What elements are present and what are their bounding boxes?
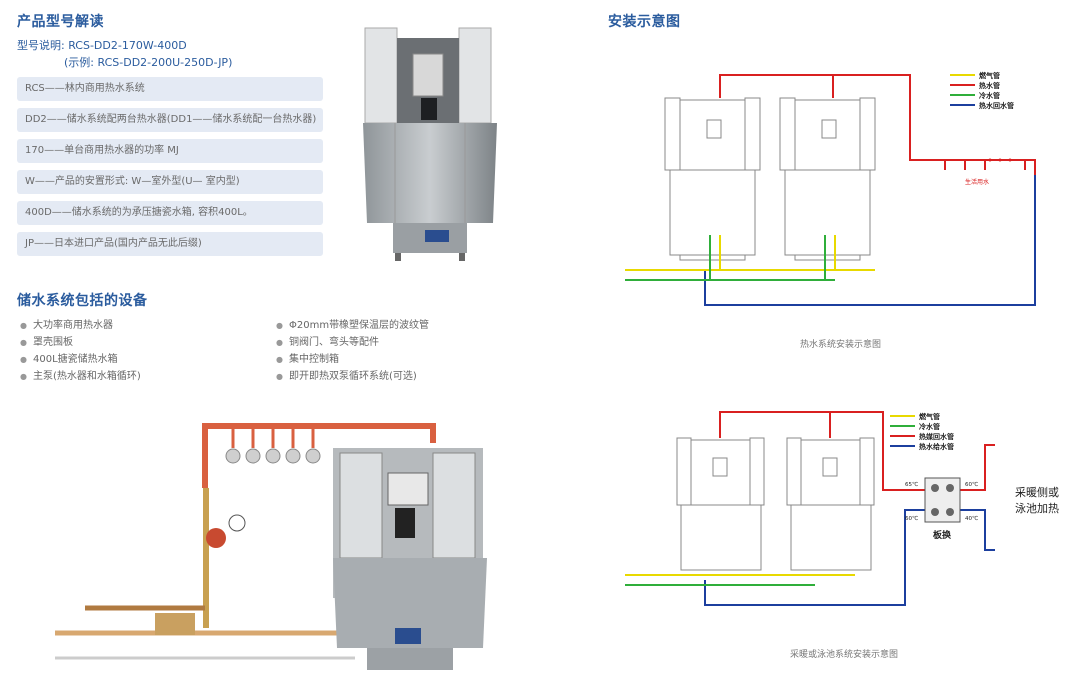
temp-label: 60℃ — [905, 515, 918, 522]
legend-cold: 冷水管 — [919, 422, 940, 431]
legend: 燃气管 热水管 冷水管 热水回水管 — [950, 71, 1014, 110]
legend-gas: 燃气管 — [918, 412, 940, 421]
model-item: RCS——林内商用热水系统 — [17, 77, 323, 101]
model-item: W——产品的安置形式: W—室外型(U— 室内型) — [17, 170, 323, 194]
section-title-install: 安装示意图 — [608, 14, 681, 30]
section-title-equipment: 储水系统包括的设备 — [17, 293, 148, 309]
domestic-water-label: 生活用水 — [965, 178, 989, 186]
equipment-list-right: ●Φ20mm带橡塑保温层的波纹管 ●铜阀门、弯头等配件 ●集中控制箱 ●即开即热… — [276, 317, 429, 385]
caption-hot-water: 热水系统安装示意图 — [800, 340, 882, 350]
product-image — [363, 27, 497, 261]
list-item: ●主泵(热水器和水箱循环) — [20, 371, 141, 382]
list-item: ●大功率商用热水器 — [20, 320, 113, 331]
plate-exchanger — [924, 477, 961, 523]
list-item: ●铜阀门、弯头等配件 — [276, 337, 379, 348]
model-description: 型号说明: RCS-DD2-170W-400D — [17, 39, 187, 52]
legend-return: 热媒回水管 — [919, 432, 954, 441]
exchanger-label: 板换 — [933, 529, 952, 541]
legend-gas: 燃气管 — [978, 71, 1000, 80]
installation-image — [55, 423, 487, 670]
temp-label: 40℃ — [965, 515, 978, 522]
legend-hot: 热水管 — [979, 81, 1000, 90]
legend: 燃气管 冷水管 热媒回水管 热水给水管 — [890, 412, 954, 451]
model-item: 400D——储水系统的为承压搪瓷水箱, 容积400L。 — [17, 201, 323, 225]
list-item: ●Φ20mm带橡塑保温层的波纹管 — [276, 320, 430, 331]
temp-label: 65℃ — [905, 481, 918, 488]
legend-supply: 热水给水管 — [919, 442, 954, 451]
heating-label: 采暖侧或 — [1015, 486, 1059, 499]
model-example: (示例: RCS-DD2-200U-250D-JP) — [64, 56, 233, 69]
model-item: DD2——储水系统配两台热水器(DD1——储水系统配一台热水器) — [17, 108, 323, 132]
caption-heating-pool: 采暖或泳池系统安装示意图 — [790, 650, 899, 660]
equipment-list-left: ●大功率商用热水器 ●罩壳围板 ●400L搪瓷储热水箱 ●主泵(热水器和水箱循环… — [20, 317, 141, 385]
legend-return: 热水回水管 — [979, 101, 1014, 110]
section-title-model: 产品型号解读 — [17, 14, 104, 30]
temp-label: 60℃ — [965, 481, 978, 488]
list-item: ●即开即热双泵循环系统(可选) — [276, 371, 417, 382]
model-item: 170——单台商用热水器的功率 MJ — [17, 139, 323, 163]
legend-cold: 冷水管 — [979, 91, 1000, 100]
heating-label: 泳池加热 — [1015, 501, 1059, 515]
list-item: ●罩壳围板 — [20, 337, 73, 348]
model-item: JP——日本进口产品(国内产品无此后缀) — [17, 232, 323, 256]
heating-pool-diagram: 板换 65℃ 60℃ 40℃ 60℃ 采暖侧或 泳池加热 燃气管 冷水管 热媒回… — [625, 411, 1059, 606]
list-item: ●集中控制箱 — [276, 354, 339, 365]
list-item: ●400L搪瓷储热水箱 — [20, 354, 118, 365]
hot-water-diagram: 生活用水 燃气管 热水管 冷水管 热水回水管 — [625, 71, 1036, 306]
